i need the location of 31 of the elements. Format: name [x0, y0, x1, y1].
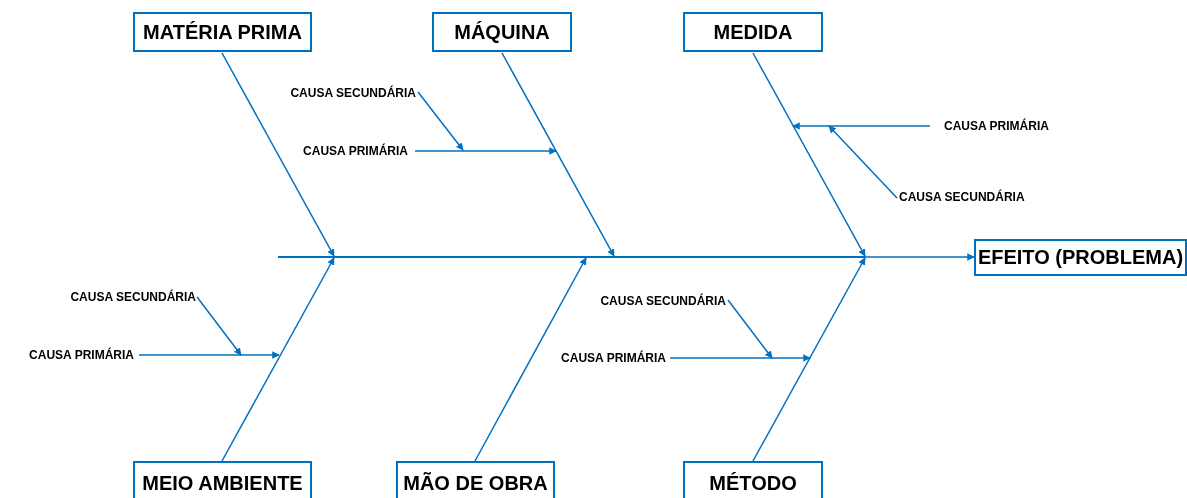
- cause-label: CAUSA PRIMÁRIA: [4, 346, 134, 364]
- arrow: [501, 52, 615, 257]
- category-box: MÁQUINA: [432, 12, 572, 52]
- category-box: MATÉRIA PRIMA: [133, 12, 312, 52]
- arrow: [864, 253, 975, 261]
- arrow: [221, 257, 335, 462]
- arrow: [196, 296, 242, 356]
- cause-label: CAUSA SECUNDÁRIA: [50, 288, 196, 306]
- spine-line: [278, 256, 865, 258]
- arrow: [474, 257, 587, 462]
- cause-label: CAUSA PRIMÁRIA: [282, 142, 408, 160]
- arrow: [138, 351, 280, 359]
- cause-label: CAUSA SECUNDÁRIA: [272, 84, 416, 102]
- category-box: MÉTODO: [683, 461, 823, 498]
- arrow: [828, 125, 898, 199]
- arrow: [752, 257, 866, 462]
- cause-label: CAUSA SECUNDÁRIA: [598, 293, 726, 308]
- arrow: [727, 299, 773, 359]
- effect-box: EFEITO (PROBLEMA): [974, 239, 1187, 276]
- arrow: [752, 52, 866, 257]
- cause-label: CAUSA PRIMÁRIA: [944, 117, 1074, 135]
- arrow: [414, 147, 557, 155]
- category-box: MÃO DE OBRA: [396, 461, 555, 498]
- cause-label: CAUSA SECUNDÁRIA: [899, 188, 1049, 206]
- arrow: [792, 122, 931, 130]
- arrow: [669, 354, 811, 362]
- arrow: [221, 52, 335, 257]
- cause-label: CAUSA PRIMÁRIA: [536, 349, 666, 367]
- category-box: MEDIDA: [683, 12, 823, 52]
- arrow: [417, 91, 464, 151]
- category-box: MEIO AMBIENTE: [133, 461, 312, 498]
